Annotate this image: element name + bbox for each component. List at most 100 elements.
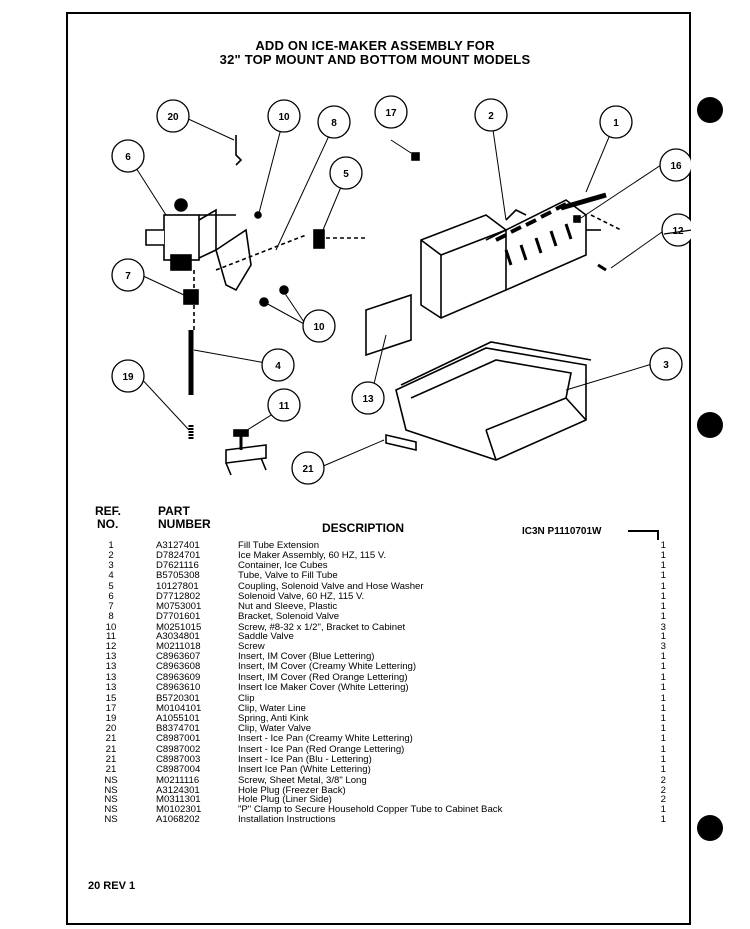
ref-cell: 13 — [105, 661, 117, 673]
description-cell: Insert Ice Maker Cover (White Lettering) — [238, 682, 409, 694]
description-cell: Clip, Water Line — [238, 703, 306, 714]
part-number-cell: M0251015 — [156, 621, 202, 633]
description-cell: Hole Plug (Freezer Back) — [238, 784, 346, 796]
ref-cell: 8 — [108, 610, 114, 622]
saddle-valve-drawing — [225, 429, 267, 476]
quantity-cell: 1 — [660, 763, 666, 775]
quantity-cell: 1 — [660, 590, 666, 602]
page-title-line2: 32" TOP MOUNT AND BOTTOM MOUNT MODELS — [219, 52, 531, 67]
part-number-cell: A3124301 — [156, 784, 200, 796]
exploded-parts-diagram: 20 10 8 17 2 1 6 5 16 12 7 10 4 13 3 19 … — [111, 95, 691, 485]
ref-cell: 1 — [108, 540, 114, 551]
part-number-cell: A3127401 — [156, 540, 200, 551]
balloon-label: 5 — [343, 169, 349, 180]
ref-cell: NS — [104, 794, 118, 806]
description-cell: Insert, IM Cover (Blue Lettering) — [238, 651, 375, 663]
balloon-label: 7 — [125, 271, 131, 282]
ref-cell: 10 — [105, 621, 117, 633]
quantity-cell: 1 — [660, 753, 666, 765]
quantity-cell: 1 — [660, 682, 666, 694]
part-number-cell: A1055101 — [156, 712, 200, 724]
part-number-cell: C8987003 — [156, 753, 201, 765]
ref-cell: NS — [104, 784, 118, 796]
balloon-label: 20 — [167, 112, 179, 123]
part-number-cell: C8963610 — [156, 682, 201, 694]
description-cell: Saddle Valve — [238, 631, 294, 643]
fill-tube-extension-drawing — [560, 192, 607, 211]
part-number-cell: C8987002 — [156, 743, 201, 755]
ref-cell: 19 — [105, 712, 117, 724]
balloon-label: 10 — [313, 322, 325, 333]
balloon-label: 6 — [125, 152, 131, 163]
quantity-cell: 1 — [660, 540, 666, 551]
quantity-cell: 1 — [660, 661, 666, 673]
quantity-cell: 1 — [660, 693, 666, 705]
part-number-cell: 10127801 — [156, 580, 199, 592]
description-cell: Ice Maker Assembly, 60 HZ, 115 V. — [238, 549, 387, 561]
quantity-cell: 1 — [660, 732, 666, 744]
ref-cell: 13 — [105, 672, 117, 684]
quantity-cell: 1 — [660, 600, 666, 612]
binder-hole — [697, 815, 723, 841]
part-number-cell: C8963607 — [156, 651, 201, 663]
part-number-cell: B8374701 — [156, 722, 200, 734]
description-cell: Bracket, Solenoid Valve — [238, 610, 340, 622]
cover-insert-drawing — [365, 293, 412, 357]
quantity-cell: 1 — [660, 651, 666, 663]
ref-cell: 11 — [106, 631, 116, 643]
ref-cell: 21 — [105, 763, 117, 775]
binder-hole — [697, 97, 723, 123]
quantity-cell: 1 — [660, 722, 666, 734]
nut-sleeve-drawing — [183, 289, 199, 305]
solenoid-bracket-drawing — [215, 228, 252, 292]
part-number-cell: M0104101 — [156, 703, 202, 714]
quantity-cell: 1 — [660, 549, 666, 561]
balloon-label: 11 — [279, 401, 290, 412]
description-cell: Hole Plug (Liner Side) — [238, 794, 332, 806]
quantity-cell: 2 — [660, 784, 666, 796]
ref-cell: 12 — [105, 641, 117, 653]
quantity-bracket — [657, 530, 659, 540]
description-cell: Spring, Anti Kink — [238, 712, 309, 724]
quantity-cell: 1 — [660, 743, 666, 755]
ref-cell: 17 — [105, 703, 117, 714]
part-number-cell: A3034801 — [156, 631, 200, 643]
description-cell: Insert, IM Cover (Red Orange Lettering) — [238, 672, 408, 684]
part-number-cell: D7701601 — [156, 610, 201, 622]
part-number-cell: D7712802 — [156, 590, 201, 602]
ref-cell: 15 — [105, 693, 117, 705]
balloon-label: 21 — [302, 464, 314, 475]
ref-cell: 20 — [105, 722, 117, 734]
binder-hole — [697, 412, 723, 438]
ref-cell: NS — [104, 804, 118, 816]
quantity-cell: 1 — [660, 610, 666, 622]
quantity-cell: 1 — [660, 703, 666, 714]
quantity-cell: 1 — [660, 569, 666, 581]
clip-drawing — [573, 215, 581, 223]
coupling-drawing — [313, 229, 325, 249]
quantity-cell: 3 — [660, 621, 666, 633]
ref-cell: 13 — [105, 682, 117, 694]
part-number-cell: C8987004 — [156, 763, 201, 775]
solenoid-valve-drawing — [145, 198, 236, 271]
water-valve-clip-drawing — [235, 135, 243, 166]
catalog-code: IC3N P1110701W — [522, 526, 602, 537]
ref-cell: 21 — [105, 743, 117, 755]
description-cell: Insert - Ice Pan (Blu - Lettering) — [238, 753, 372, 765]
part-number-cell: C8987001 — [156, 732, 201, 744]
description-cell: Tube, Valve to Fill Tube — [238, 569, 338, 581]
quantity-cell: 1 — [660, 631, 666, 643]
balloon-label: 10 — [278, 112, 290, 123]
description-cell: Container, Ice Cubes — [238, 559, 328, 571]
description-cell: Installation Instructions — [238, 814, 336, 826]
description-cell: Insert - Ice Pan (Creamy White Lettering… — [238, 732, 413, 744]
ref-header-line1: REF. — [95, 504, 122, 518]
part-number-cell: M0211018 — [156, 641, 201, 653]
ref-cell: 6 — [108, 590, 114, 602]
part-header-line2: NUMBER — [158, 517, 211, 531]
description-cell: Clip — [238, 693, 255, 705]
description-cell: Fill Tube Extension — [238, 540, 320, 551]
page-footer: 20 REV 1 — [88, 880, 136, 892]
quantity-bracket — [628, 530, 658, 532]
description-cell: Screw — [238, 641, 265, 653]
